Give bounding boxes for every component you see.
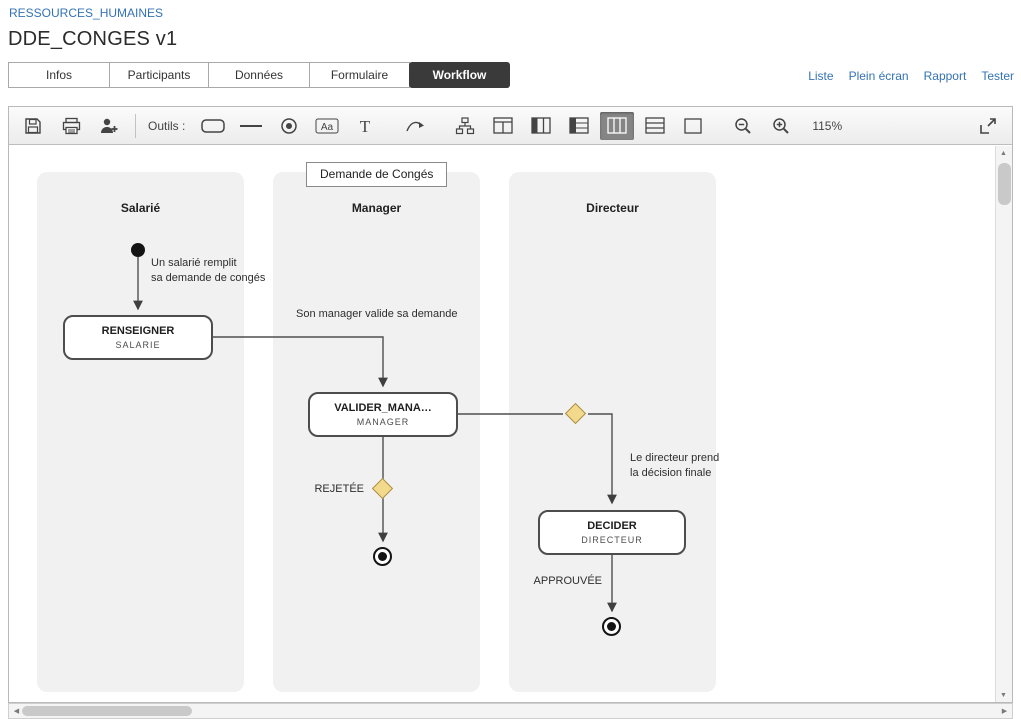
lane-label: Salarié xyxy=(120,201,161,215)
shape-state-tool[interactable] xyxy=(272,112,306,140)
horizontal-scrollbar[interactable]: ◀ ▶ xyxy=(8,703,1013,719)
tester-link[interactable]: Tester xyxy=(981,69,1014,83)
node-role: MANAGER xyxy=(356,417,410,427)
vertical-scrollbar[interactable]: ▲ ▼ xyxy=(995,146,1012,702)
tab-formulaire[interactable]: Formulaire xyxy=(309,62,410,88)
lane-salarie[interactable]: Salarié xyxy=(37,172,244,692)
page-title: DDE_CONGES v1 xyxy=(8,28,178,50)
breadcrumb[interactable]: RESSOURCES_HUMAINES xyxy=(9,6,164,20)
shape-state-icon xyxy=(281,117,298,134)
save-button[interactable] xyxy=(16,112,50,140)
annotation-manager: Son manager valide sa demande xyxy=(296,307,457,322)
lane-label: Directeur xyxy=(586,201,639,215)
toolbar-separator xyxy=(135,113,136,138)
shape-line-icon xyxy=(240,124,263,127)
editor-toolbar: Outils : Aa T xyxy=(9,107,1012,145)
annotation-directeur: Le directeur prend la décision finale xyxy=(630,451,719,481)
connector-tool-icon xyxy=(406,121,425,131)
shape-label-tool[interactable]: Aa xyxy=(310,112,344,140)
tab-participants[interactable]: Participants xyxy=(109,62,209,88)
scroll-down-button[interactable]: ▼ xyxy=(1000,691,1007,699)
tab-workflow[interactable]: Workflow xyxy=(409,62,510,88)
horizontal-scroll-thumb[interactable] xyxy=(22,706,192,716)
edge-renseigner-to-valider[interactable] xyxy=(213,336,388,388)
annotation-line: Un salarié remplit xyxy=(151,257,237,269)
workflow-canvas[interactable]: Salarié Manager Directeur Demande de xyxy=(9,146,995,702)
add-participant-button[interactable] xyxy=(92,112,126,140)
svg-text:Aa: Aa xyxy=(321,122,334,133)
header-links: Liste Plein écran Rapport Tester xyxy=(808,69,1014,83)
scroll-up-button[interactable]: ▲ xyxy=(1000,149,1007,157)
workflow-editor-frame: Outils : Aa T xyxy=(8,106,1013,703)
connector-tool[interactable] xyxy=(398,112,432,140)
save-icon xyxy=(25,117,41,134)
tab-infos[interactable]: Infos xyxy=(8,62,110,88)
lane-label: Manager xyxy=(351,201,402,215)
annotation-line: Le directeur prend xyxy=(630,452,720,464)
node-role: SALARIE xyxy=(115,340,161,350)
zoom-in-button[interactable] xyxy=(764,112,798,140)
liste-link[interactable]: Liste xyxy=(808,69,834,83)
zoom-level: 115% xyxy=(812,118,843,133)
shape-rounded-rect-tool[interactable] xyxy=(196,112,230,140)
tools-label: Outils : xyxy=(148,118,186,133)
layout-list-icon xyxy=(645,117,665,134)
layout-list-button[interactable] xyxy=(638,112,672,140)
layout-blank-button[interactable] xyxy=(676,112,710,140)
annotation-line: la décision finale xyxy=(630,467,712,479)
tab-donnees[interactable]: Données xyxy=(208,62,310,88)
layout-blank-icon xyxy=(684,117,702,134)
layout-columns-button[interactable] xyxy=(600,111,635,140)
shape-rounded-rect-icon xyxy=(201,118,226,133)
shape-line-tool[interactable] xyxy=(234,112,268,140)
layout-table-button[interactable] xyxy=(524,112,558,140)
task-node-decider[interactable]: DECIDER DIRECTEUR xyxy=(538,510,686,555)
tab-bar: Infos Participants Données Formulaire Wo… xyxy=(8,62,510,88)
scroll-right-button[interactable]: ▶ xyxy=(1001,708,1008,715)
vertical-scroll-thumb[interactable] xyxy=(998,163,1011,205)
fullscreen-button[interactable] xyxy=(971,112,1005,140)
node-name: DECIDER xyxy=(587,520,637,532)
zoom-in-icon xyxy=(773,117,790,134)
diagram-title[interactable]: Demande de Congés xyxy=(306,162,448,187)
layout-hierarchy-button[interactable] xyxy=(448,112,482,140)
end-node-rejected[interactable] xyxy=(373,547,392,566)
svg-text:T: T xyxy=(360,117,371,135)
connectors-layer xyxy=(133,257,617,613)
scroll-left-button[interactable]: ◀ xyxy=(13,708,20,715)
node-name: VALIDER_MANA… xyxy=(334,402,432,414)
annotation-line: sa demande de congés xyxy=(151,272,266,284)
start-node[interactable] xyxy=(131,243,145,257)
node-name: RENSEIGNER xyxy=(101,325,175,337)
layout-table-icon xyxy=(531,117,551,134)
layout-hierarchy-icon xyxy=(456,116,475,134)
node-role: DIRECTEUR xyxy=(581,535,643,545)
add-participant-icon xyxy=(101,118,118,133)
zoom-out-icon xyxy=(735,117,752,134)
annotation-line: Son manager valide sa demande xyxy=(296,308,458,320)
layout-split-button[interactable] xyxy=(486,112,520,140)
text-tool[interactable]: T xyxy=(348,112,382,140)
label-approved: APPROUVÉE xyxy=(533,575,602,587)
print-button[interactable] xyxy=(54,112,88,140)
layout-columns-icon xyxy=(607,117,627,134)
layout-split-icon xyxy=(493,117,513,134)
edge-gateway-to-decider[interactable] xyxy=(588,413,617,505)
layout-rows-header-icon xyxy=(569,117,589,134)
end-node-approved[interactable] xyxy=(602,617,621,636)
task-node-valider-manager[interactable]: VALIDER_MANA… MANAGER xyxy=(308,392,458,437)
text-tool-icon: T xyxy=(360,117,371,135)
shape-label-icon: Aa xyxy=(315,118,339,133)
task-node-renseigner[interactable]: RENSEIGNER SALARIE xyxy=(63,315,213,360)
annotation-start: Un salarié remplit sa demande de congés xyxy=(151,256,265,286)
plein-ecran-link[interactable]: Plein écran xyxy=(848,69,909,83)
print-icon xyxy=(62,117,80,134)
label-rejected: REJETÉE xyxy=(314,483,364,495)
fullscreen-icon xyxy=(980,117,996,134)
layout-rows-header-button[interactable] xyxy=(562,112,596,140)
rapport-link[interactable]: Rapport xyxy=(923,69,967,83)
zoom-out-button[interactable] xyxy=(726,112,760,140)
